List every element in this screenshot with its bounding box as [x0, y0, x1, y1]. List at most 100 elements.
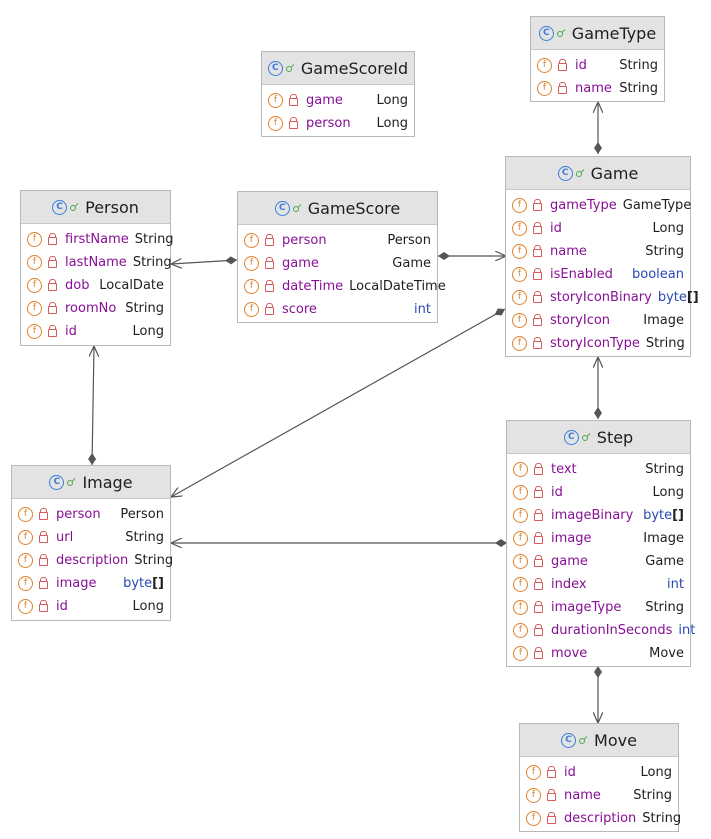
- field-type: String: [128, 553, 173, 568]
- field-row[interactable]: f roomNo String: [27, 297, 164, 320]
- field-type-name: Game: [645, 554, 684, 569]
- public-visibility-icon: [579, 736, 587, 744]
- field-type-name: Image: [643, 531, 684, 546]
- field-icon: f: [512, 244, 527, 259]
- field-type-name: String: [125, 530, 164, 545]
- field-type-name: Long: [652, 485, 684, 500]
- class-name: Step: [596, 427, 634, 447]
- private-lock-icon: [533, 314, 542, 326]
- private-lock-icon: [534, 532, 543, 544]
- field-type: GameType: [617, 198, 692, 213]
- array-suffix: []: [686, 290, 699, 305]
- field-type-name: LocalDateTime: [349, 279, 446, 294]
- field-name: imageBinary: [551, 508, 634, 523]
- field-type: LocalDate: [93, 278, 164, 293]
- field-icon: f: [27, 301, 42, 316]
- field-name: text: [551, 462, 577, 477]
- field-name: name: [564, 788, 601, 803]
- field-name: id: [564, 765, 576, 780]
- field-icon: f: [18, 576, 33, 591]
- field-name: storyIcon: [550, 313, 611, 328]
- field-name: person: [282, 233, 327, 248]
- field-icon: f: [513, 554, 528, 569]
- class-icon: C: [267, 60, 283, 76]
- field-type: String: [613, 81, 658, 96]
- field-name: game: [551, 554, 588, 569]
- field-name: game: [306, 93, 343, 108]
- field-type-name: String: [125, 301, 164, 316]
- private-lock-icon: [533, 268, 542, 280]
- array-suffix: []: [672, 508, 684, 523]
- field-type-name: Person: [387, 233, 431, 248]
- array-suffix: []: [152, 576, 164, 591]
- private-lock-icon: [39, 508, 48, 520]
- field-row[interactable]: f game Game: [513, 550, 684, 573]
- field-row[interactable]: f id Long: [513, 481, 684, 504]
- field-type: Person: [114, 507, 164, 522]
- private-lock-icon: [534, 486, 543, 498]
- field-icon: f: [513, 485, 528, 500]
- field-name: roomNo: [65, 301, 117, 316]
- private-lock-icon: [265, 303, 274, 315]
- field-icon: f: [18, 553, 33, 568]
- field-icon: f: [27, 255, 42, 270]
- field-icon: f: [18, 530, 33, 545]
- field-name: move: [551, 646, 588, 661]
- field-name: id: [551, 485, 563, 500]
